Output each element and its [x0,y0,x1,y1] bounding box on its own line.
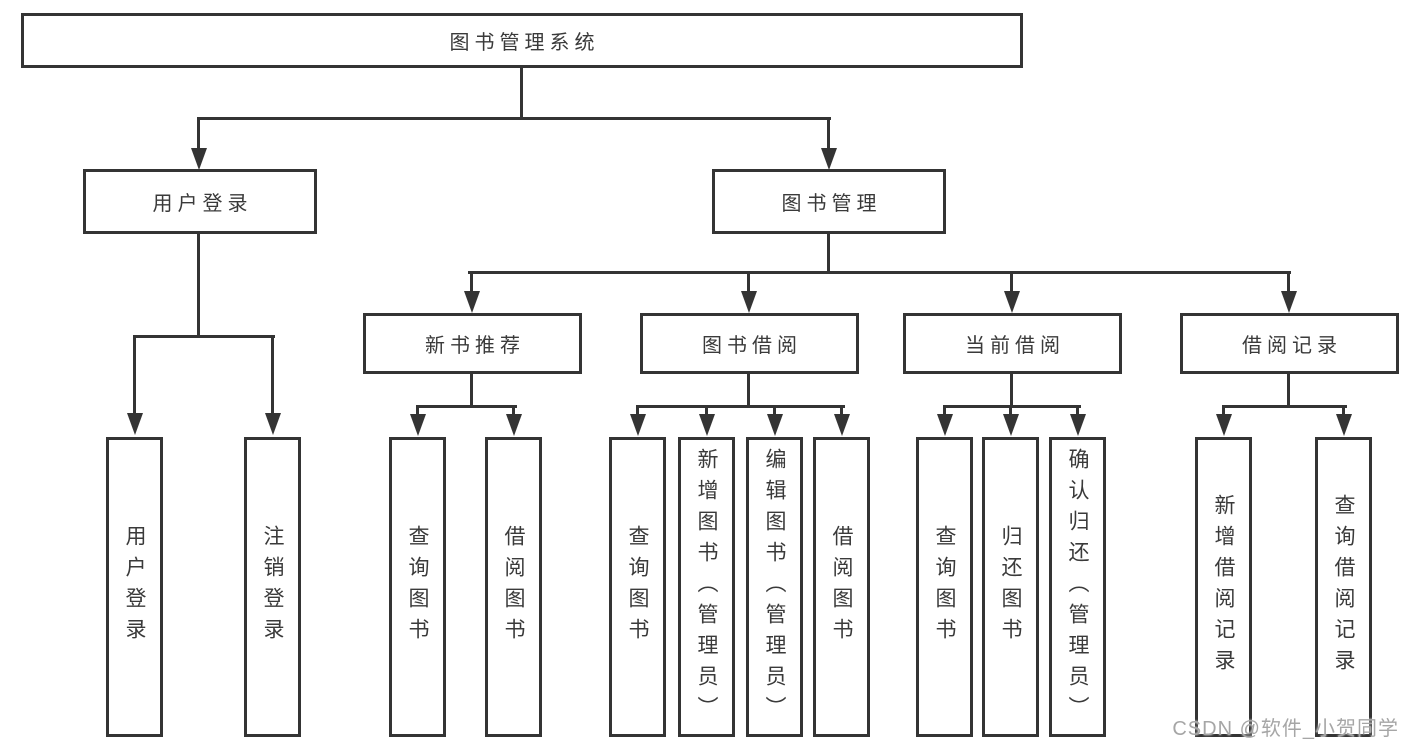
arrow-down-icon [834,414,850,436]
node-library-management-system: 图书管理系统 [21,13,1023,68]
connector-line [827,117,830,150]
node-label: 图书管理系统 [449,32,600,54]
connector-line [416,405,419,417]
leaf-borrow-books: 借阅图书 [485,437,542,737]
connector-line [1222,405,1347,408]
leaf-label: 借阅图书 [502,525,525,649]
arrow-down-icon [1070,414,1086,436]
connector-line [773,405,776,417]
connector-line [470,271,473,293]
connector-line [840,405,843,417]
arrow-down-icon [821,148,837,170]
connector-line [197,117,831,120]
arrow-down-icon [767,414,783,436]
connector-line [133,335,136,415]
connector-line [827,232,830,274]
connector-line [520,66,523,119]
arrow-down-icon [1003,414,1019,436]
node-borrowing-records: 借阅记录 [1180,313,1399,374]
connector-line [1009,405,1012,417]
connector-line [1287,271,1290,293]
leaf-label: 编辑图书（管理员） [763,447,786,727]
leaf-logout: 注销登录 [244,437,301,737]
connector-line [1287,372,1290,408]
connector-line [1222,405,1225,417]
leaf-confirm-return-admin: 确认归还（管理员） [1049,437,1106,737]
arrow-down-icon [506,414,522,436]
leaf-user-login: 用户登录 [106,437,163,737]
connector-line [416,405,517,408]
leaf-edit-books-admin: 编辑图书（管理员） [746,437,803,737]
connector-line [636,405,845,408]
arrow-down-icon [127,413,143,435]
arrow-down-icon [1281,291,1297,313]
leaf-query-borrow-record: 查询借阅记录 [1315,437,1372,737]
node-new-book-recommendation: 新书推荐 [363,313,582,374]
connector-line [747,372,750,408]
arrow-down-icon [630,414,646,436]
leaf-label: 用户登录 [123,525,146,649]
connector-line [468,271,1291,274]
leaf-label: 查询图书 [406,525,429,649]
leaf-return-books: 归还图书 [982,437,1039,737]
leaf-label: 新增借阅记录 [1212,494,1235,680]
node-label: 图书借阅 [702,335,802,357]
connector-line [197,232,200,338]
node-book-borrowing: 图书借阅 [640,313,859,374]
connector-line [470,372,473,408]
leaf-query-books: 查询图书 [609,437,666,737]
leaf-query-books: 查询图书 [389,437,446,737]
connector-line [705,405,708,417]
arrow-down-icon [464,291,480,313]
connector-line [943,405,1081,408]
node-label: 新书推荐 [425,335,525,357]
connector-line [1076,405,1079,417]
leaf-label: 查询借阅记录 [1332,494,1355,680]
node-label: 用户登录 [152,193,253,215]
node-label: 当前借阅 [965,335,1065,357]
leaf-label: 新增图书（管理员） [695,447,718,727]
arrow-down-icon [699,414,715,436]
arrow-down-icon [741,291,757,313]
leaf-add-books-admin: 新增图书（管理员） [678,437,735,737]
connector-line [636,405,639,417]
arrow-down-icon [265,413,281,435]
csdn-watermark: CSDN @软件_小贺同学 [1172,718,1399,740]
connector-line [747,271,750,293]
arrow-down-icon [1216,414,1232,436]
node-user-login: 用户登录 [83,169,317,234]
arrow-down-icon [1336,414,1352,436]
connector-line [1342,405,1345,417]
arrow-down-icon [1004,291,1020,313]
leaf-borrow-books: 借阅图书 [813,437,870,737]
connector-line [271,335,274,415]
connector-line [943,405,946,417]
leaf-label: 归还图书 [999,525,1022,649]
node-label: 借阅记录 [1242,335,1342,357]
arrow-down-icon [191,148,207,170]
connector-line [1010,271,1013,293]
node-current-borrowing: 当前借阅 [903,313,1122,374]
arrow-down-icon [937,414,953,436]
leaf-label: 注销登录 [261,525,284,649]
leaf-label: 查询图书 [626,525,649,649]
leaf-label: 查询图书 [933,525,956,649]
leaf-label: 确认归还（管理员） [1066,447,1089,727]
leaf-label: 借阅图书 [830,525,853,649]
leaf-query-books: 查询图书 [916,437,973,737]
arrow-down-icon [410,414,426,436]
connector-line [1010,372,1013,408]
node-label: 图书管理 [781,193,882,215]
leaf-add-borrow-record: 新增借阅记录 [1195,437,1252,737]
connector-line [512,405,515,417]
node-book-management: 图书管理 [712,169,946,234]
connector-line [197,117,200,150]
connector-line [133,335,275,338]
